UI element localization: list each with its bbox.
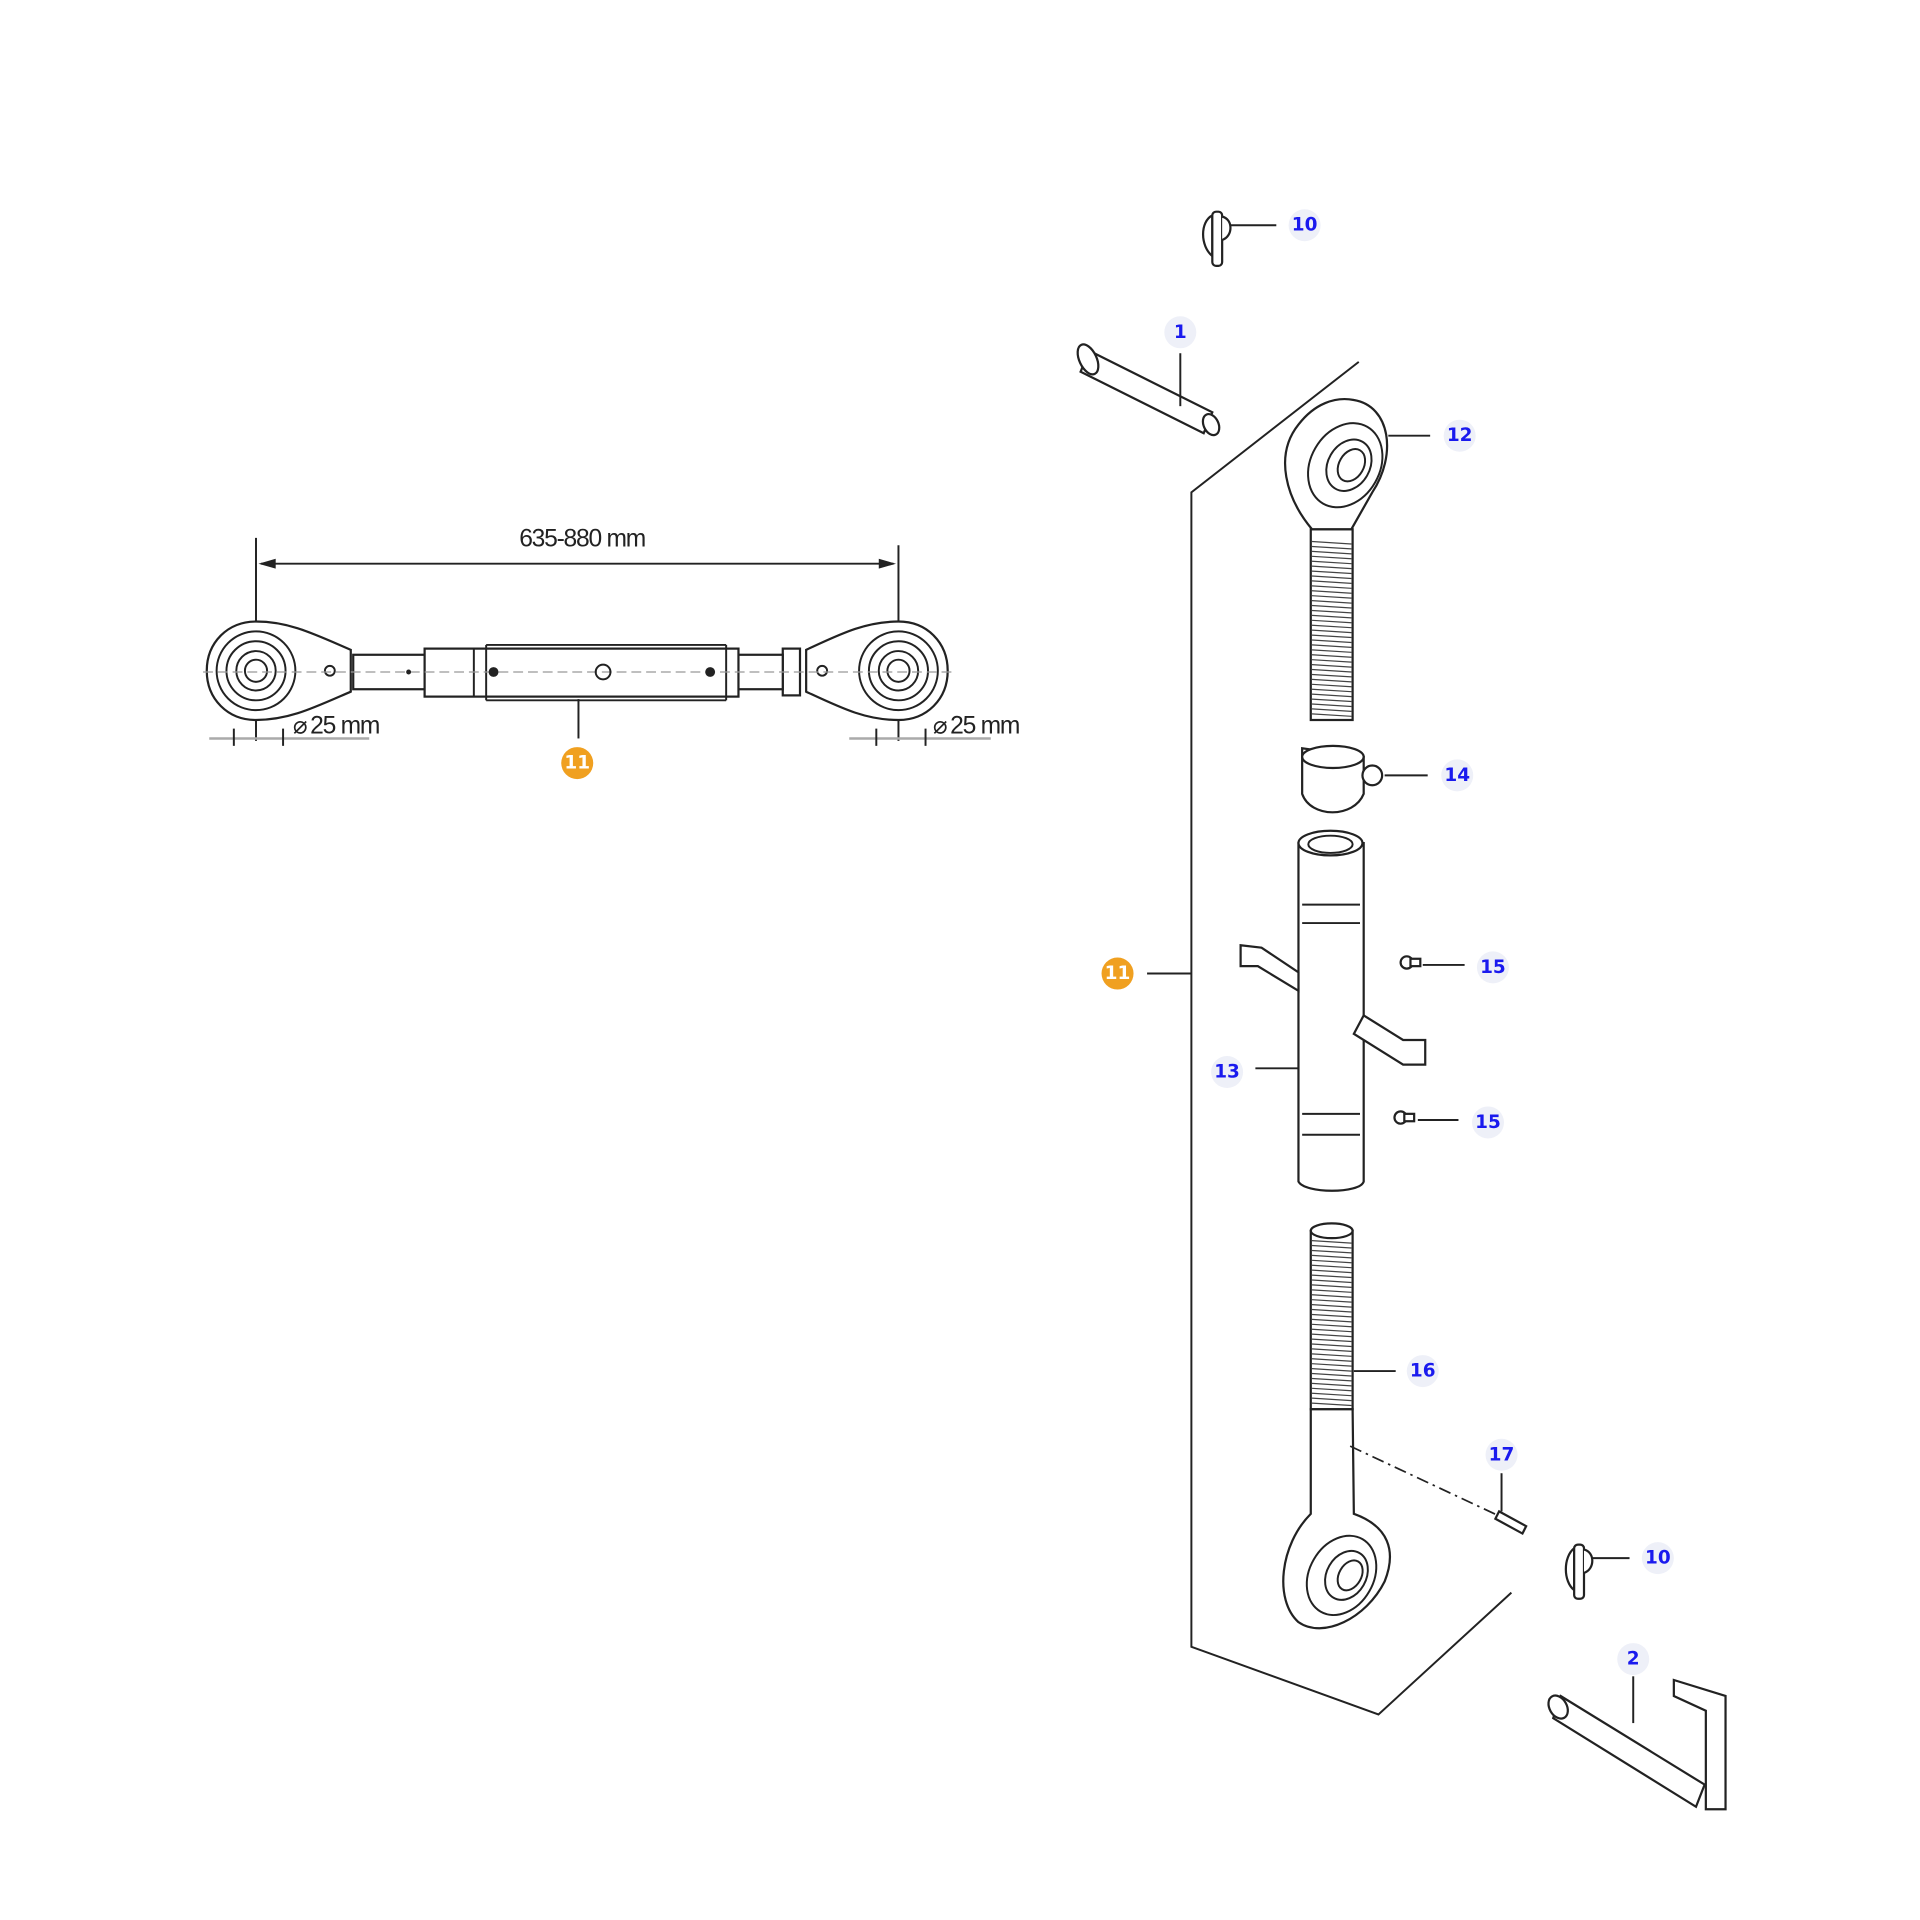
diameter-symbol-left: ⌀: [293, 713, 308, 740]
callout-10-bottom-label: 10: [1645, 1548, 1671, 1569]
callout-17-label: 17: [1489, 1444, 1515, 1465]
callout-14-label: 14: [1444, 765, 1470, 786]
callout-15-top[interactable]: 15: [1476, 951, 1509, 984]
callout-10-bottom[interactable]: 10: [1641, 1542, 1674, 1575]
assembly-badge-right[interactable]: 11: [1101, 957, 1134, 990]
assembly-bracket: [1190, 361, 1513, 1716]
part-1-pin: [1076, 343, 1221, 437]
diameter-symbol-right: ⌀: [933, 713, 948, 740]
callout-14[interactable]: 14: [1441, 759, 1474, 792]
pin-diameter-right-text: 25 mm: [950, 713, 1019, 740]
dimension-length-text: 635-880 mm: [519, 525, 645, 552]
part-15-grease-nipple-top: [1399, 955, 1465, 970]
callout-15-bottom-label: 15: [1475, 1112, 1501, 1133]
part-2-l-pin: [1547, 1676, 1727, 1811]
assembled-top-link: [203, 537, 991, 746]
callout-1-label: 1: [1174, 322, 1187, 343]
callout-13-label: 13: [1214, 1061, 1240, 1082]
callout-1[interactable]: 1: [1164, 316, 1197, 349]
callout-12-label: 12: [1447, 425, 1473, 446]
pin-diameter-left-text: 25 mm: [310, 713, 379, 740]
assembly-badge-left[interactable]: 11: [561, 747, 594, 780]
thread-lines: [1311, 1240, 1352, 1407]
callout-10-top[interactable]: 10: [1288, 209, 1321, 242]
callout-15-bottom[interactable]: 15: [1472, 1106, 1504, 1139]
thread-lines: [1311, 540, 1352, 717]
assembly-badge-left-label: 11: [564, 753, 590, 774]
callout-10-top-label: 10: [1292, 215, 1318, 236]
callout-13[interactable]: 13: [1211, 1056, 1244, 1088]
part-16-lower-ball-end: [1282, 1222, 1509, 1630]
part-15-grease-nipple-bottom: [1393, 1110, 1459, 1125]
part-14-clamp: [1301, 744, 1428, 814]
callout-12[interactable]: 12: [1443, 419, 1476, 452]
part-17-spring-pin: [1493, 1473, 1528, 1536]
part-10-linch-pin-bottom: [1564, 1543, 1630, 1600]
part-13-tube: [1239, 829, 1427, 1192]
callout-17[interactable]: 17: [1485, 1438, 1518, 1471]
callout-15-top-label: 15: [1480, 957, 1506, 978]
callout-2[interactable]: 2: [1617, 1643, 1650, 1676]
part-12-upper-ball-end: [1284, 398, 1431, 722]
callout-16-label: 16: [1410, 1361, 1436, 1382]
assembly-badge-right-label: 11: [1105, 963, 1131, 984]
callout-2-label: 2: [1627, 1649, 1640, 1670]
callout-16[interactable]: 16: [1406, 1355, 1439, 1388]
part-10-linch-pin-top: [1201, 210, 1277, 267]
